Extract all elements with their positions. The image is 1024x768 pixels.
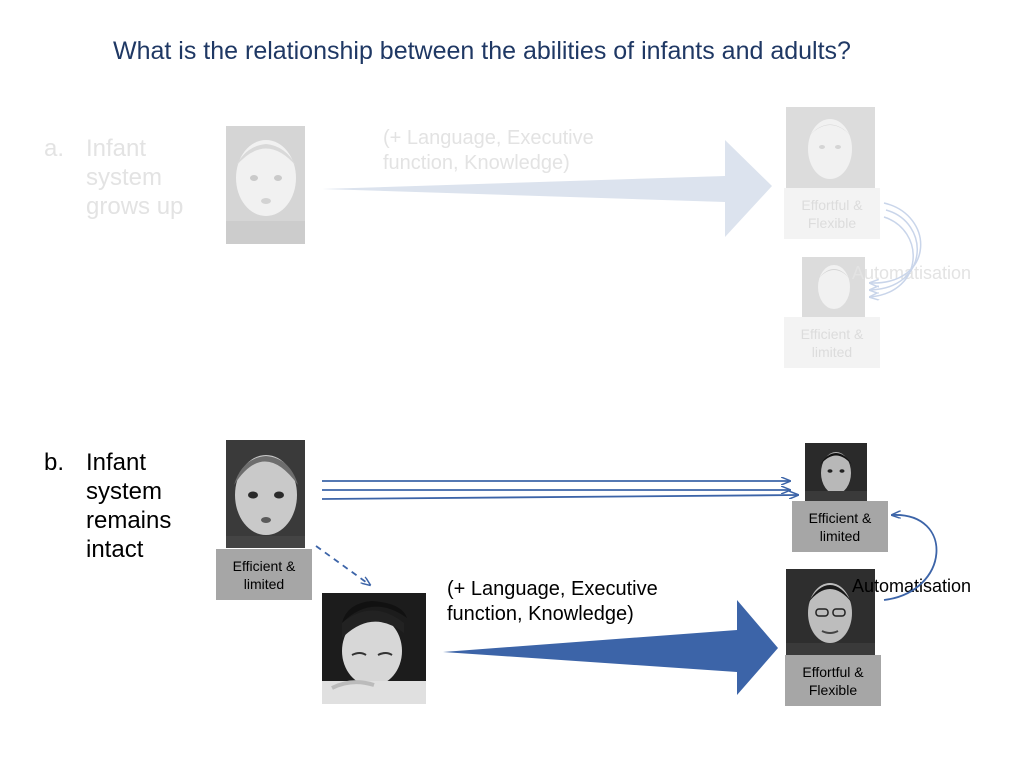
option-a-note-line1: (+ Language, Executive <box>383 127 594 149</box>
adult-photo-faded-top <box>786 107 875 191</box>
option-b-label: Infant system remains intact <box>86 448 196 564</box>
option-b-development-arrow <box>443 600 778 695</box>
infant-photo <box>226 440 305 548</box>
adult-photo-top <box>805 443 867 501</box>
child-photo <box>322 593 426 704</box>
option-b-note-line1: (+ Language, Executive <box>447 578 658 600</box>
option-b-line4: intact <box>86 536 144 563</box>
option-b-top-box: Efficient & limited <box>792 501 888 552</box>
option-b-bottom-box-line1: Effortful & <box>802 663 864 680</box>
option-b-bottom-box: Effortful & Flexible <box>785 655 881 706</box>
option-b-line3: remains <box>86 507 172 534</box>
option-a-line1: Infant <box>86 135 147 162</box>
option-a-letter: a. <box>44 135 65 162</box>
option-b-line2: system <box>86 478 163 505</box>
slide-title: What is the relationship between the abi… <box>113 37 851 65</box>
option-a-top-box-line1: Effortful & <box>801 196 863 213</box>
option-a-note-line2: function, Knowledge) <box>383 152 570 174</box>
infant-box-line2: limited <box>243 575 285 592</box>
option-a-development-arrow <box>322 140 772 237</box>
option-a-automatisation-curves <box>870 202 922 297</box>
option-b-letter: b. <box>44 449 65 476</box>
option-a-bottom-box: Efficient & limited <box>784 317 880 368</box>
adult-photo-bottom <box>786 569 875 655</box>
option-b-arrow-note: (+ Language, Executive function, Knowled… <box>447 577 777 627</box>
option-a-top-box: Effortful & Flexible <box>784 188 880 239</box>
option-b-note-line2: function, Knowledge) <box>447 603 634 625</box>
option-b-automatisation-curve <box>883 515 938 601</box>
option-b-top-box-line2: limited <box>819 527 861 544</box>
infant-box-line1: Efficient & <box>232 557 296 574</box>
option-b-top-box-line1: Efficient & <box>808 509 872 526</box>
infant-system-box: Efficient & limited <box>216 549 312 600</box>
option-a-bottom-box-line2: limited <box>811 343 853 360</box>
option-a-line3: grows up <box>86 193 184 220</box>
option-a-automatisation-label: Automatisation <box>852 263 972 283</box>
option-a-top-box-line2: Flexible <box>807 214 857 231</box>
infant-photo-faded <box>226 126 305 244</box>
option-b-growth-dashed-arrow <box>315 545 370 585</box>
adult-photo-faded-bottom <box>802 257 865 317</box>
option-a-label: Infant system grows up <box>86 134 196 221</box>
option-a-arrow-note: (+ Language, Executive function, Knowled… <box>383 126 713 176</box>
option-b-line1: Infant <box>86 449 147 476</box>
option-b-intact-arrows <box>321 481 798 500</box>
option-b-bottom-box-line2: Flexible <box>808 681 858 698</box>
option-a-line2: system <box>86 164 163 191</box>
option-a-bottom-box-line1: Efficient & <box>800 325 864 342</box>
option-b-automatisation-label: Automatisation <box>852 576 972 596</box>
